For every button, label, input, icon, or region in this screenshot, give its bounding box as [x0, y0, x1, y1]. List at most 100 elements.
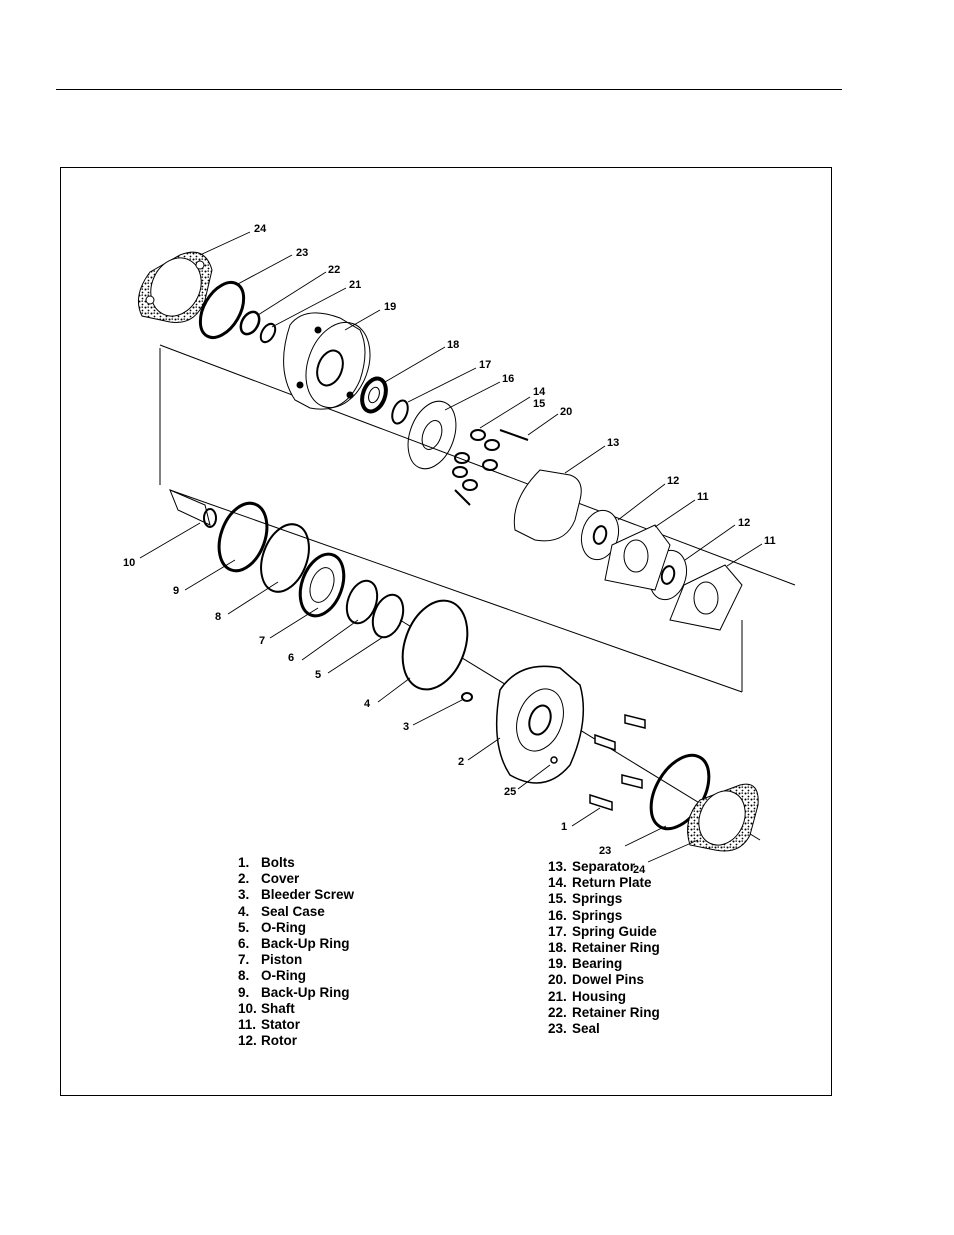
legend-label: Springs — [572, 891, 623, 907]
legend-label: Springs — [572, 907, 623, 923]
legend-item: 21. Housing — [548, 989, 660, 1005]
dowel-pin — [454, 489, 471, 506]
rotor-12-a — [580, 509, 620, 561]
legend-number: 21. — [548, 988, 567, 1004]
legend-item: 1.Bolts — [238, 855, 354, 871]
legend-right: 13.Separator 14.Return Plate 15.Springs … — [548, 859, 660, 1037]
gasket-24-top — [137, 251, 213, 324]
o-ring-8 — [260, 523, 310, 593]
back-up-ring-6 — [345, 579, 379, 625]
legend-item: 8. O-Ring — [238, 968, 354, 984]
legend-number: 5. — [238, 919, 250, 935]
cover-2 — [495, 665, 585, 784]
piston-7 — [298, 552, 346, 618]
stator-11-a — [604, 524, 671, 591]
legend-label: O-Ring — [261, 919, 306, 935]
legend-number: 22. — [548, 1004, 567, 1020]
legend-item: 5. O-Ring — [238, 920, 354, 936]
legend-item: 3. Bleeder Screw — [238, 887, 354, 903]
callout-label: 20 — [560, 406, 572, 418]
callout-label: 25 — [504, 786, 516, 798]
legend-item: 6.Back-Up Ring — [238, 936, 354, 952]
legend-label: Retainer Ring — [572, 940, 660, 956]
callout-label: 17 — [479, 359, 491, 371]
legend-item: 20.Dowel Pins — [548, 972, 660, 988]
legend-item: 9.Back-Up Ring — [238, 985, 354, 1001]
callout-label: 14 — [533, 386, 546, 398]
centerline-upper — [159, 344, 796, 586]
legend-label: Bleeder Screw — [261, 887, 355, 903]
gasket-24-bottom — [687, 783, 759, 852]
callout-label: 1 — [561, 821, 567, 833]
dowel-pin — [499, 429, 529, 441]
housing-21 — [283, 312, 371, 410]
legend-number: 6. — [238, 936, 250, 952]
callout-label: 9 — [173, 585, 179, 597]
callout-label: 12 — [667, 475, 679, 487]
callout-label: 23 — [296, 247, 308, 259]
callout-label: 3 — [403, 721, 409, 733]
spring-guide-17 — [407, 400, 457, 470]
legend-item: 11.Stator — [238, 1017, 354, 1033]
callout-label: 11 — [764, 535, 776, 547]
legend-number: 8. — [238, 968, 250, 984]
legend-number: 17. — [548, 923, 567, 939]
callout-label: 23 — [599, 845, 611, 857]
legend-label: O-Ring — [261, 968, 306, 984]
back-up-ring-9 — [217, 501, 269, 573]
legend-label: Spring Guide — [572, 923, 657, 939]
legend-item: 4. Seal Case — [238, 904, 354, 920]
legend-label: Housing — [572, 988, 626, 1004]
callout-label: 24 — [254, 223, 267, 235]
legend-label: Shaft — [261, 1000, 295, 1016]
legend-number: 23. — [548, 1021, 567, 1037]
retainer-ring-22 — [239, 310, 261, 336]
legend-number: 13. — [548, 859, 567, 874]
legend-label: Stator — [261, 1017, 301, 1033]
callout-label: 7 — [259, 635, 265, 647]
bleeder-screw-3 — [461, 692, 473, 702]
callout-label: 24 — [633, 864, 646, 876]
legend-item: 12.Rotor — [238, 1033, 354, 1049]
callout-label: 12 — [738, 517, 750, 529]
legend-number: 11. — [238, 1017, 257, 1033]
callout-label: 18 — [447, 339, 459, 351]
leader-lines — [139, 231, 763, 863]
callout-label: 10 — [123, 557, 135, 569]
callout-label: 4 — [364, 698, 371, 710]
legend-number: 3. — [238, 887, 250, 903]
legend-label: Piston — [261, 952, 303, 968]
legend-label: Seal Case — [261, 903, 325, 919]
legend-item: 10.Shaft — [238, 1001, 354, 1017]
header-rule — [56, 89, 842, 90]
legend-label: Dowel Pins — [572, 972, 645, 988]
legend-label: Retainer Ring — [572, 1004, 660, 1020]
callout-label: 16 — [502, 373, 514, 385]
legend-item: 7. Piston — [238, 952, 354, 968]
callout-label: 11 — [697, 491, 709, 503]
legend-item: 14.Return Plate — [548, 875, 660, 891]
legend-label: Seal — [572, 1021, 600, 1037]
legend-label: Separator — [572, 859, 636, 874]
legend-label: Bearing — [572, 956, 623, 972]
callout-label: 21 — [349, 279, 361, 291]
legend-item: 16.Springs — [548, 908, 660, 924]
legend-number: 9. — [238, 984, 250, 1000]
callout-label: 2 — [458, 756, 464, 768]
legend-number: 4. — [238, 903, 250, 919]
legend-label: Cover — [261, 871, 300, 887]
seal-case-4 — [401, 599, 469, 691]
legend-number: 7. — [238, 952, 250, 968]
callout-labels: 24 23 22 21 19 18 17 16 14 15 20 13 12 1… — [123, 223, 776, 876]
legend-item: 23. Seal — [548, 1021, 660, 1037]
legend-number: 18. — [548, 940, 567, 956]
legend-number: 15. — [548, 891, 567, 907]
separator-13 — [513, 469, 582, 542]
legend-item: 19.Bearing — [548, 956, 660, 972]
legend-number: 2. — [238, 871, 250, 887]
plug-25 — [550, 756, 558, 764]
legend-number: 1. — [238, 855, 250, 870]
callout-label: 22 — [328, 264, 340, 276]
legend-label: Rotor — [261, 1033, 297, 1049]
